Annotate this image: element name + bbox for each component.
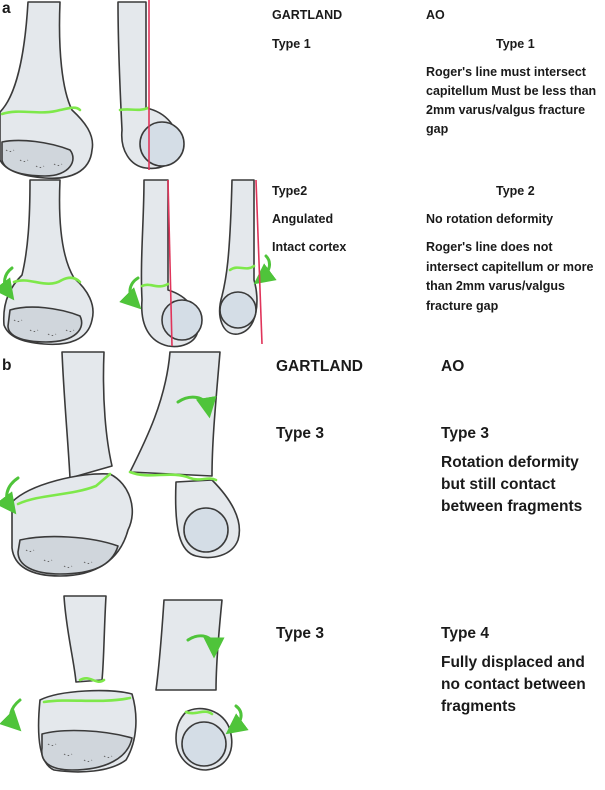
- ao-header-a: AO: [426, 8, 445, 22]
- ao-type-1-description: Roger's line must intersect capitellum M…: [426, 65, 597, 136]
- type4-lateral-bone: [155, 599, 233, 771]
- ao-type-4: Type 4: [441, 625, 489, 642]
- ao-type-1: Type 1: [496, 37, 535, 51]
- type1-ap-bone: [0, 1, 94, 180]
- gartland-type-2-intact-cortex: Intact cortex: [272, 240, 347, 254]
- fracture-lines: [0, 106, 256, 716]
- ao-type-3: Type 3: [441, 425, 489, 442]
- type2-lateral-bone-2: [218, 179, 258, 335]
- type3-ap-bone: [11, 351, 134, 577]
- panel-a-label: a: [2, 0, 11, 17]
- gartland-header-b: GARTLAND: [276, 358, 363, 375]
- ao-type-2: Type 2: [496, 184, 535, 198]
- type2-ap-bone: [2, 179, 94, 346]
- rogers-lines: [148, 0, 263, 347]
- gartland-type-1: Type 1: [272, 37, 311, 51]
- ao-type-4-description: Fully displaced and no contact between f…: [441, 654, 586, 715]
- gartland-header-a: GARTLAND: [272, 8, 343, 22]
- gartland-type-3-row2: Type 3: [276, 625, 324, 642]
- ao-type-3-description: Rotation deformity but still contact bet…: [441, 454, 583, 515]
- panel-b-label: b: [2, 357, 12, 374]
- ao-type-2-no-rotation: No rotation deformity: [426, 212, 554, 226]
- gartland-type-3-row1: Type 3: [276, 425, 324, 442]
- deformity-arrows: [0, 254, 277, 735]
- ao-type-2-rogers-line: Roger's line does not intersect capitell…: [426, 240, 594, 313]
- ao-header-b: AO: [441, 358, 465, 375]
- type3-lateral-bone: [129, 351, 241, 559]
- type4-ap-bone: [37, 595, 137, 773]
- gartland-type-2: Type2: [272, 184, 308, 198]
- gartland-type-2-angulated: Angulated: [272, 212, 334, 226]
- type1-lateral-bone: [117, 1, 185, 170]
